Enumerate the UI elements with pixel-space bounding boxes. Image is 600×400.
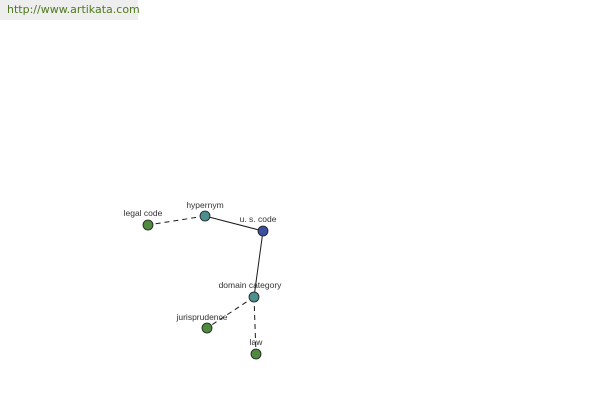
edge-us-code-to-hypernym <box>204 215 264 232</box>
node-hypernym[interactable]: hypernym <box>186 200 224 222</box>
source-url-link[interactable]: http://www.artikata.com <box>0 0 140 20</box>
node-legal-code[interactable]: legal code <box>124 208 163 231</box>
node-marker[interactable] <box>142 219 154 231</box>
edge-domain-category-to-law <box>253 296 257 355</box>
node-label: jurisprudence <box>175 312 227 322</box>
node-us-code[interactable]: u. s. code <box>240 214 277 237</box>
node-marker[interactable] <box>248 291 260 303</box>
node-marker[interactable] <box>250 348 262 360</box>
node-label: domain category <box>219 280 283 290</box>
node-label: law <box>250 337 264 347</box>
node-marker[interactable] <box>257 225 269 237</box>
edges-layer <box>147 215 264 355</box>
node-marker[interactable] <box>199 210 211 222</box>
node-marker[interactable] <box>201 322 213 334</box>
node-label: u. s. code <box>240 214 277 224</box>
node-law[interactable]: law <box>250 337 264 360</box>
edge-hypernym-to-legal-code <box>147 215 206 226</box>
edge-domain-category-to-jurisprudence <box>206 296 255 329</box>
node-domain-category[interactable]: domain category <box>219 280 283 303</box>
node-jurisprudence[interactable]: jurisprudence <box>175 312 228 334</box>
edge-us-code-to-domain-category <box>253 230 264 298</box>
node-label: legal code <box>124 208 163 218</box>
node-label: hypernym <box>186 200 223 210</box>
nodes-layer: u. s. code hypernym legal code domain categ… <box>124 200 283 360</box>
